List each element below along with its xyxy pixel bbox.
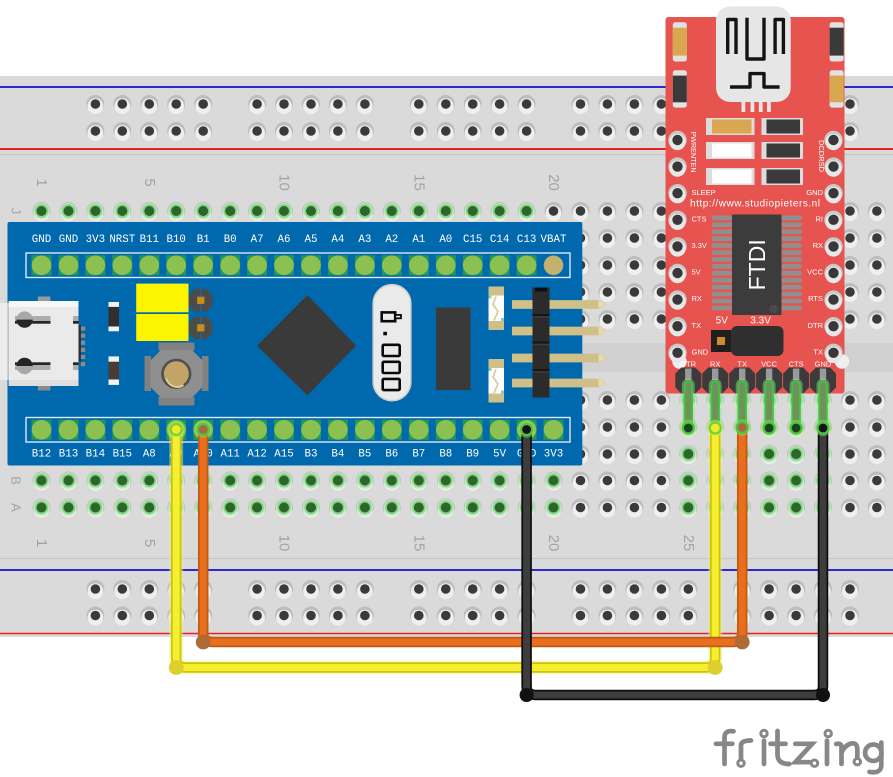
svg-text:VCC: VCC	[761, 360, 777, 369]
svg-text:B9: B9	[466, 449, 479, 461]
svg-text:B11: B11	[140, 234, 159, 246]
svg-text:10: 10	[276, 535, 293, 552]
svg-text:B15: B15	[113, 449, 132, 461]
svg-text:15: 15	[410, 535, 427, 552]
svg-text:A12: A12	[247, 449, 266, 461]
svg-text:A1: A1	[412, 234, 425, 246]
svg-text:A3: A3	[358, 234, 371, 246]
svg-text:PWRENTEN: PWRENTEN	[689, 131, 698, 172]
svg-text:VBAT: VBAT	[541, 234, 567, 246]
svg-text:5V: 5V	[692, 268, 701, 277]
svg-text:CTS: CTS	[789, 360, 804, 369]
svg-text:B: B	[9, 476, 24, 485]
svg-text:A5: A5	[305, 234, 318, 246]
svg-text:DTR: DTR	[681, 360, 697, 369]
svg-text:10: 10	[276, 174, 293, 191]
svg-text:DCDRSD: DCDRSD	[817, 140, 826, 173]
svg-text:A15: A15	[274, 449, 293, 461]
svg-text:RI: RI	[816, 214, 824, 223]
svg-text:SLEEP: SLEEP	[692, 188, 716, 197]
svg-text:B12: B12	[32, 449, 51, 461]
svg-text:NRST: NRST	[109, 234, 135, 246]
svg-text:3.3V: 3.3V	[750, 316, 771, 327]
svg-text:RX: RX	[692, 294, 702, 303]
svg-text:A11: A11	[220, 449, 239, 461]
svg-text:RX: RX	[813, 241, 823, 250]
svg-text:C15: C15	[463, 234, 482, 246]
svg-text:GND: GND	[59, 234, 78, 246]
svg-text:A2: A2	[385, 234, 398, 246]
svg-text:3V3: 3V3	[544, 449, 563, 461]
svg-text:5: 5	[141, 178, 158, 186]
svg-text:1: 1	[33, 539, 50, 547]
svg-text:3.3V: 3.3V	[692, 241, 707, 250]
svg-text:A: A	[9, 503, 24, 512]
svg-text:B0: B0	[224, 234, 237, 246]
svg-text:A7: A7	[251, 234, 264, 246]
svg-text:B1: B1	[197, 234, 210, 246]
svg-text:GND: GND	[806, 188, 823, 197]
svg-text:B14: B14	[86, 449, 105, 461]
svg-text:5V: 5V	[493, 449, 506, 461]
svg-text:B10: B10	[166, 234, 185, 246]
svg-text:GND: GND	[815, 360, 832, 369]
svg-text:1: 1	[33, 178, 50, 186]
svg-text:TX: TX	[737, 360, 747, 369]
svg-text:B8: B8	[439, 449, 452, 461]
svg-text:C14: C14	[490, 234, 509, 246]
svg-text:CTS: CTS	[692, 214, 707, 223]
svg-text:TX: TX	[813, 347, 823, 356]
svg-text:A4: A4	[331, 234, 344, 246]
svg-text:FTDI: FTDI	[744, 239, 770, 290]
svg-text:TX: TX	[692, 321, 702, 330]
svg-text:3V3: 3V3	[86, 234, 105, 246]
svg-text:20: 20	[545, 535, 562, 552]
svg-text:A6: A6	[278, 234, 291, 246]
svg-text:C13: C13	[517, 234, 536, 246]
svg-text:B13: B13	[59, 449, 78, 461]
svg-text:GND: GND	[692, 347, 709, 356]
svg-text:GND: GND	[32, 234, 51, 246]
svg-text:J: J	[9, 208, 24, 215]
svg-text:A8: A8	[143, 449, 156, 461]
svg-text:http://www.studiopieters.nl: http://www.studiopieters.nl	[690, 199, 820, 210]
svg-text:A0: A0	[439, 234, 452, 246]
svg-text:RX: RX	[710, 360, 720, 369]
svg-text:B7: B7	[412, 449, 425, 461]
svg-text:VCC: VCC	[807, 268, 823, 277]
svg-text:5V: 5V	[716, 316, 729, 327]
svg-text:5: 5	[141, 539, 158, 547]
svg-text:DTR: DTR	[808, 321, 824, 330]
svg-text:25: 25	[680, 535, 697, 552]
svg-text:B5: B5	[358, 449, 371, 461]
svg-text:B6: B6	[385, 449, 398, 461]
svg-text:15: 15	[410, 174, 427, 191]
svg-text:B3: B3	[305, 449, 318, 461]
svg-text:B4: B4	[331, 449, 344, 461]
svg-text:20: 20	[545, 174, 562, 191]
svg-text:RTS: RTS	[808, 294, 823, 303]
